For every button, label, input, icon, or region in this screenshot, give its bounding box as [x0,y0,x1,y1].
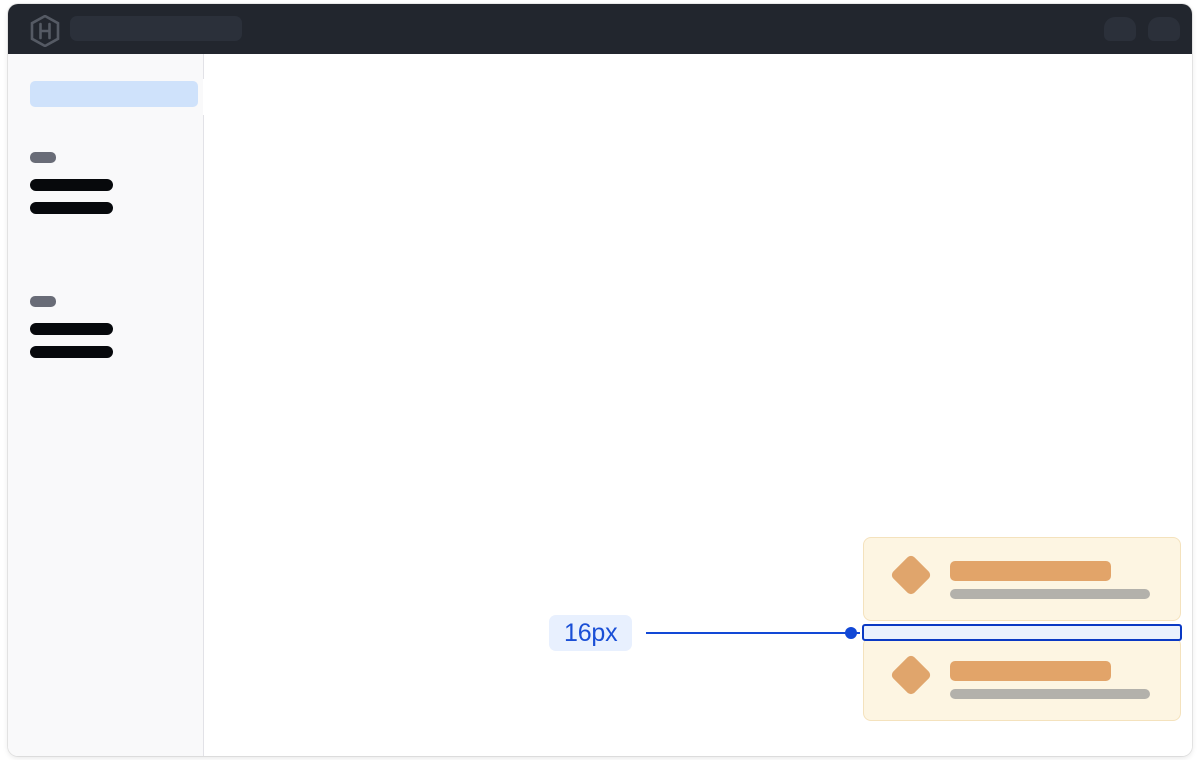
sidebar-group-2 [30,296,113,358]
sidebar-item-label[interactable] [30,202,113,214]
sidebar [8,54,204,756]
sidebar-item-label[interactable] [30,179,113,191]
list-item[interactable] [863,537,1181,621]
app-window: 16px [8,4,1192,756]
sidebar-item-label[interactable] [30,346,113,358]
avatar-placeholder-icon[interactable] [1104,17,1136,41]
avatar-placeholder-icon[interactable] [1148,17,1180,41]
card-content [950,661,1150,699]
main-canvas: 16px [204,54,1192,756]
card-content [950,561,1150,599]
card-title [950,561,1111,581]
card-subtitle [950,689,1150,699]
sidebar-selected-item[interactable] [30,81,198,107]
sidebar-group-badge [30,296,56,307]
spacing-highlight-region [862,624,1182,641]
card-subtitle [950,589,1150,599]
hexagon-h-logo-icon[interactable] [30,14,60,48]
diamond-icon [889,553,933,597]
list-item[interactable] [863,637,1181,721]
spacing-measurement-label: 16px [549,615,633,651]
diamond-icon [889,653,933,697]
search-input[interactable] [70,16,242,41]
sidebar-group-badge [30,152,56,163]
measurement-leader-line [646,632,860,634]
sidebar-group-1 [30,152,113,214]
topbar [8,4,1192,55]
card-title [950,661,1111,681]
sidebar-item-label[interactable] [30,323,113,335]
measurement-anchor-dot [845,627,857,639]
